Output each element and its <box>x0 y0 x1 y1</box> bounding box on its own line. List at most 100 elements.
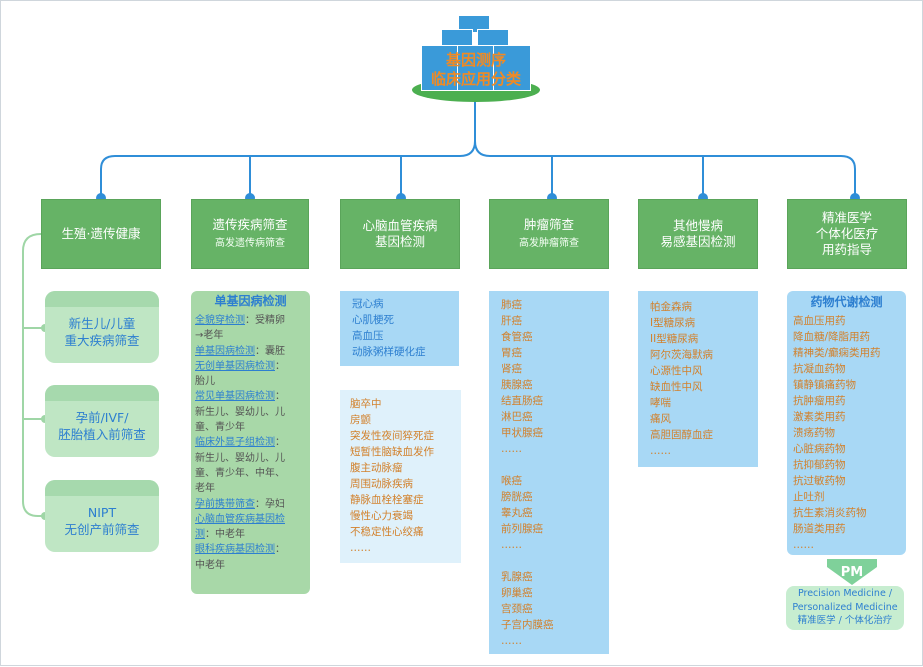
tumor-group: 肺癌肝癌食管癌胃癌肾癌胰腺癌结直肠癌淋巴癌甲状腺癌…… <box>501 297 597 457</box>
connector-dot <box>396 193 406 203</box>
genetic-line: 中老年 <box>195 558 306 573</box>
cardio-item: 房颤 <box>350 414 371 426</box>
genetic-test-link[interactable]: 单基因病检测 <box>195 345 255 357</box>
category-genetic-screening: 遗传疾病筛查 高发遗传病筛查 <box>191 199 309 269</box>
category-cardio: 心脑血管疾病 基因检测 <box>340 199 460 269</box>
genetic-test-target: →老年 <box>195 330 224 342</box>
drug-item: 溃疡药物 <box>793 427 835 439</box>
genetic-test-link[interactable]: 孕前携带筛查 <box>195 498 255 510</box>
tumor-panel: 肺癌肝癌食管癌胃癌肾癌胰腺癌结直肠癌淋巴癌甲状腺癌……喉癌膀胱癌睾丸癌前列腺癌…… <box>489 291 609 654</box>
root-title-line2: 临床应用分类 <box>430 70 521 88</box>
genetic-test-target: ： <box>275 391 285 403</box>
genetic-test-target: ：囊胚 <box>255 345 285 357</box>
genetic-test-link[interactable]: 全貌穿检测 <box>195 315 245 326</box>
genetic-test-link[interactable]: 眼科疾病基因检测 <box>195 544 275 556</box>
chronic-item: I型糖尿病 <box>650 317 696 329</box>
genetic-line: 胎儿 <box>195 374 306 389</box>
chronic-item: 缺血性中风 <box>650 381 703 393</box>
category-subtitle: 高发肿瘤筛查 <box>519 238 579 249</box>
category-subtitle: 高发遗传病筛查 <box>215 238 285 249</box>
chronic-item: 痛风 <box>650 413 671 425</box>
reproductive-label: 新生儿/儿童 重大疾病筛查 <box>64 316 140 348</box>
genetic-test-target: ： <box>275 544 285 556</box>
genetic-line: 单基因病检测：囊胚 <box>195 344 306 359</box>
box-header-strip <box>45 385 159 401</box>
tumor-item: 乳腺癌 <box>501 571 533 583</box>
drug-item: 抗生素消炎药物 <box>793 507 867 519</box>
chronic-item: 哮喘 <box>650 397 671 409</box>
drug-panel-title: 药物代谢检测 <box>810 295 883 309</box>
tumor-group: 喉癌膀胱癌睾丸癌前列腺癌…… <box>501 473 597 553</box>
genetic-line: →老年 <box>195 328 306 343</box>
genetic-test-link[interactable]: 测 <box>195 529 205 541</box>
genetic-test-target: ： <box>275 437 285 449</box>
category-title: 其他慢病 易感基因检测 <box>660 218 736 249</box>
drug-item: 心脏病药物 <box>793 443 846 455</box>
drug-list: 高血压用药降血糖/降脂用药精神类/癫痫类用药抗凝血药物镇静镇痛药物抗肿瘤用药激素… <box>793 313 900 553</box>
cardio-item: 腹主动脉瘤 <box>350 462 403 474</box>
category-title: 肿瘤筛查 <box>523 217 574 232</box>
tumor-item: 肝癌 <box>501 315 522 327</box>
reproductive-label: 孕前/IVF/ 胚胎植入前筛查 <box>58 410 146 442</box>
genetic-line: 新生儿、婴幼儿、儿 <box>195 405 306 420</box>
root-cube-top <box>458 15 490 33</box>
chronic-item: II型糖尿病 <box>650 333 699 345</box>
tumor-item: 卵巢癌 <box>501 587 533 599</box>
drug-metabolism-panel: 药物代谢检测 高血压用药降血糖/降脂用药精神类/癫痫类用药抗凝血药物镇静镇痛药物… <box>787 291 906 555</box>
tumor-group: 乳腺癌卵巢癌宫颈癌子宫内膜癌…… <box>501 569 597 649</box>
drug-item: 精神类/癫痫类用药 <box>793 347 881 359</box>
genetic-test-target: 童、青少年 <box>195 422 245 434</box>
drug-item: 抗凝血药物 <box>793 363 846 375</box>
cardio-item: 心肌梗死 <box>352 314 394 326</box>
genetic-line: 心脑血管疾病基因检 <box>195 512 306 527</box>
category-chronic: 其他慢病 易感基因检测 <box>638 199 758 269</box>
tumor-item: 胃癌 <box>501 347 522 359</box>
box-header-strip <box>45 480 159 496</box>
connector-dot <box>245 193 255 203</box>
reproductive-label: NIPT 无创产前筛查 <box>64 505 140 537</box>
reproductive-box-newborn: 新生儿/儿童 重大疾病筛查 <box>45 291 159 363</box>
genetic-test-link[interactable]: 无创单基因病检测 <box>195 360 275 372</box>
cardio-panel-secondary: 脑卒中房颤突发性夜间猝死症短暂性脑缺血发作腹主动脉瘤周围动脉疾病静脉血栓栓塞症慢… <box>340 390 461 563</box>
genetic-test-target: 童、青少年、中年、 <box>195 467 285 479</box>
genetic-panel-title: 单基因病检测 <box>214 294 287 308</box>
pm-line: Precision Medicine / <box>797 588 893 599</box>
reproductive-box-ivf: 孕前/IVF/ 胚胎植入前筛查 <box>45 385 159 457</box>
chronic-item: 高胆固醇血症 <box>650 429 713 441</box>
cardio-item: 冠心病 <box>352 298 384 310</box>
genetic-line: 临床外显子组检测： <box>195 435 306 450</box>
reproductive-box-nipt: NIPT 无创产前筛查 <box>45 480 159 552</box>
tumor-item: 前列腺癌 <box>501 523 543 535</box>
cardio-item: 周围动脉疾病 <box>350 478 413 490</box>
tumor-item: 淋巴癌 <box>501 411 533 423</box>
genetic-test-target: 新生儿、婴幼儿、儿 <box>195 406 285 418</box>
pm-line: 精准医学 / 个体化治疗 <box>797 615 893 626</box>
genetic-test-link[interactable]: 心脑血管疾病基因检 <box>195 513 285 525</box>
drug-item: 止吐剂 <box>793 491 825 503</box>
drug-item: 高血压用药 <box>793 315 846 327</box>
genetic-test-target: 中老年 <box>195 559 225 571</box>
category-title: 精准医学 个体化医疗 用药指导 <box>815 210 879 257</box>
genetic-test-panel: 单基因病检测 全貌穿检测：受精卵→老年单基因病检测：囊胚无创单基因病检测：胎儿常… <box>191 291 310 594</box>
tumor-item: 结直肠癌 <box>501 395 543 407</box>
category-title: 遗传疾病筛查 <box>212 217 288 232</box>
root-title-line1: 基因测序 <box>445 51 506 69</box>
tumor-item: 甲状腺癌 <box>501 427 543 439</box>
connector-dot <box>547 193 557 203</box>
cardio-item: 突发性夜间猝死症 <box>350 430 434 442</box>
genetic-line: 全貌穿检测：受精卵 <box>195 313 306 328</box>
connector-dot <box>850 193 860 203</box>
cardio-panel-primary: 冠心病心肌梗死高血压动脉粥样硬化症 <box>340 291 459 366</box>
genetic-test-link[interactable]: 常见单基因病检测 <box>195 391 275 403</box>
cardio-item: …… <box>350 542 371 554</box>
tumor-item: 膀胱癌 <box>501 491 533 503</box>
tumor-item: …… <box>501 539 522 551</box>
root-title: 基因测序 临床应用分类 <box>406 51 546 89</box>
genetic-test-link[interactable]: 临床外显子组检测 <box>195 437 275 449</box>
genetic-line: 新生儿、婴幼儿、儿 <box>195 451 306 466</box>
tumor-item: 子宫内膜癌 <box>501 619 554 631</box>
genetic-line: 无创单基因病检测： <box>195 359 306 374</box>
chronic-item: 心源性中风 <box>650 365 703 377</box>
drug-item: 抗肿瘤用药 <box>793 395 846 407</box>
category-title: 生殖·遗传健康 <box>61 226 141 241</box>
